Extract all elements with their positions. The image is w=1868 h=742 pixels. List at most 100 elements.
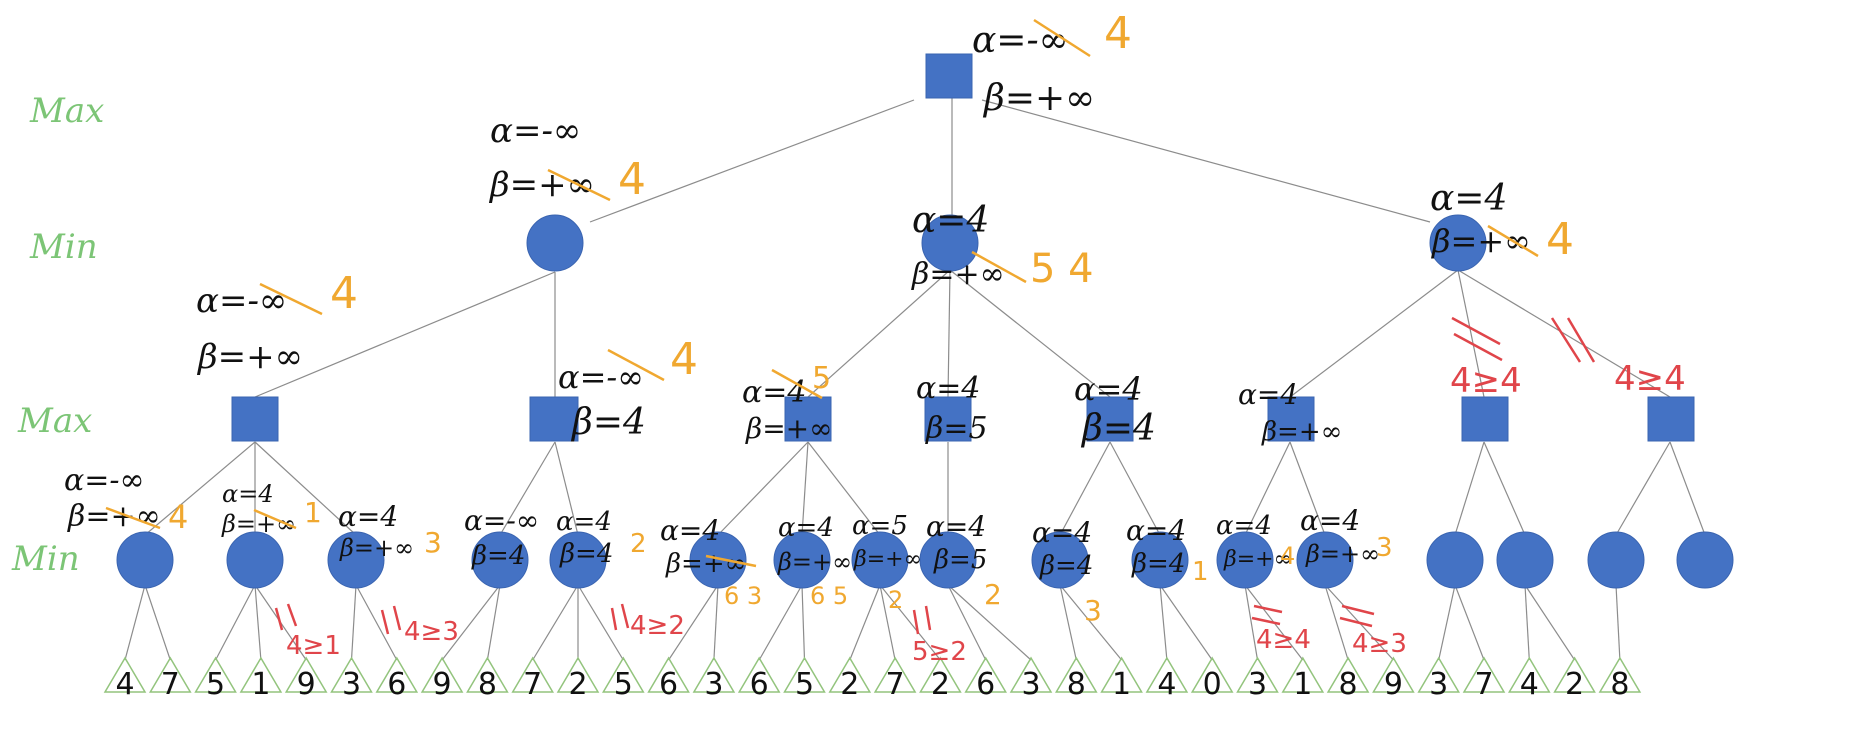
min1-beta-update: 4 [618,154,646,205]
min-node-2 [921,214,979,272]
max4-alpha: α=4 [916,371,980,406]
n7-beta-update: 6 5 [810,582,848,610]
leaf-value-15: 6 [750,667,769,702]
leaf-triangle-9 [466,656,509,693]
leaf-triangle-20 [964,656,1008,693]
n3-alpha: α=4 [338,500,398,533]
max-node-3 [784,396,832,442]
n12-beta: β=+∞ [1223,547,1292,572]
max-node-2 [529,396,579,442]
leaf-triangle-7 [375,656,419,693]
min1-alpha: α=-∞ [490,111,581,151]
max2-alpha-update: 4 [670,334,698,385]
root-alpha: α=-∞ [972,20,1069,61]
leaf-parent-min-node-9 [919,531,977,589]
leaf-value-11: 2 [568,667,587,702]
leaf-value-23: 1 [1112,667,1131,702]
leaf-triangle-13 [647,656,690,693]
n11-beta-update: 1 [1192,557,1209,587]
leaf-parent-min-node-5 [549,531,607,589]
leaf-triangle-18 [873,656,917,693]
leaf-value-20: 6 [976,667,995,702]
leaf-triangle-26 [1236,656,1279,693]
n12-beta-update: 4 [1280,542,1295,570]
max6-beta: β=+∞ [1261,417,1342,447]
max3-alpha: α=4 [742,375,806,410]
leaf-parent-min-node-2 [226,531,284,589]
n11-alpha: α=4 [1126,514,1186,547]
leaf-value-32: 4 [1520,667,1539,702]
leaf-parent-min-node-16 [1587,531,1645,589]
leaf-value-4: 1 [251,667,270,702]
min3-beta: β=+∞ [1431,222,1531,260]
leaf-triangle-12 [601,656,645,693]
leaf-triangle-30 [1417,656,1461,693]
leaf-value-31: 7 [1474,667,1493,702]
leaf-triangle-3 [194,656,237,693]
leaf-parent-min-node-12 [1216,531,1274,589]
max2-beta: β=4 [570,402,646,443]
leaf-value-7: 6 [387,667,406,702]
n11-beta: β=4 [1131,549,1185,579]
min3-alpha: α=4 [1430,178,1507,219]
n6-alpha: α=4 [660,514,720,547]
n7-alpha: α=4 [778,513,834,543]
leaf-triangle-2 [148,656,192,693]
min-node-1 [526,214,584,272]
leaf-triangle-25 [1190,656,1234,693]
max-node-7 [1461,396,1509,442]
leaf-triangle-10 [511,656,555,693]
max2-alpha: α=-∞ [558,358,644,396]
n13-beta-update: 3 [1376,533,1393,563]
leaf-value-8: 9 [433,667,452,702]
n5-beta-update: 2 [630,529,647,559]
leaf-value-17: 2 [840,667,859,702]
leaf-value-25: 0 [1203,667,1222,702]
leaf-parent-min-node-10 [1031,531,1089,589]
leaf-value-5: 9 [297,667,316,702]
n3-cutoff: 4≥3 [404,617,459,647]
leaf-parent-min-node-14 [1426,531,1484,589]
max5-beta: β=4 [1080,408,1156,449]
leaf-value-3: 5 [206,667,225,702]
n2-cutoff: 4≥1 [286,631,341,661]
leaf-parent-min-node-6 [689,531,747,589]
level-label-min-1: Min [29,227,98,267]
leaf-parent-min-node-3 [327,531,385,589]
leaf-value-34: 8 [1610,667,1629,702]
n3-beta-update: 3 [424,526,442,559]
leaf-triangle-27 [1281,656,1325,693]
n7-beta: β=+∞ [777,548,852,576]
min3-beta-update: 4 [1546,214,1574,265]
leaf-value-30: 3 [1429,667,1448,702]
n1-beta-update: 4 [168,498,188,536]
leaf-triangle-22 [1054,656,1098,693]
leaf-parent-min-node-4 [471,531,529,589]
n4-beta: β=4 [471,541,525,571]
max6-alpha: α=4 [1238,378,1298,411]
n1-alpha: α=-∞ [64,463,145,498]
leaf-value-21: 3 [1021,667,1040,702]
n13-cutoff: 4≥3 [1352,629,1407,659]
n1-beta: β=+∞ [67,499,161,534]
n8-alpha: α=5 [852,511,908,541]
max-node-4 [924,396,972,442]
leaf-triangle-15 [737,656,781,693]
n13-alpha: α=4 [1300,504,1360,537]
leaf-value-26: 3 [1248,667,1267,702]
leaf-parent-min-node-15 [1496,531,1554,589]
n6-beta-update: 6 3 [724,582,762,610]
max3-beta: β=+∞ [745,412,832,445]
leaf-value-29: 9 [1384,667,1403,702]
n9-beta-update: 2 [984,578,1002,611]
leaf-triangle-14 [692,656,736,693]
n5-alpha: α=4 [556,507,612,537]
leaf-value-10: 7 [523,667,542,702]
leaf-value-19: 2 [931,667,950,702]
min2-alpha: α=4 [912,200,989,241]
leaf-value-6: 3 [342,667,361,702]
n12-alpha: α=4 [1216,511,1272,541]
root-max-node [925,53,973,99]
